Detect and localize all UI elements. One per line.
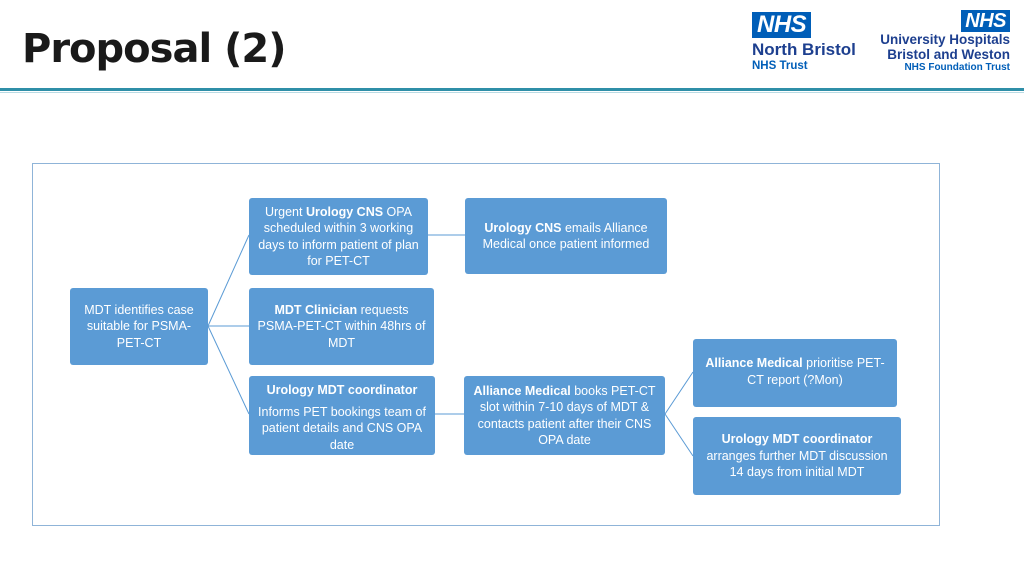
cns-opa-box: Urgent Urology CNS OPA scheduled within … — [249, 198, 428, 275]
alliance-report-box: Alliance Medical prioritise PET-CT repor… — [693, 339, 897, 407]
alliance-booking-text: Alliance Medical books PET-CT slot withi… — [473, 383, 656, 448]
header-rule — [0, 88, 1024, 91]
mdt-identifies-text: MDT identifies case suitable for PSMA-PE… — [84, 302, 194, 350]
nhs-badge: NHS — [752, 12, 812, 38]
logo-trust-type: NHS Trust — [752, 60, 808, 72]
further-mdt-heading: Urology MDT coordinator — [721, 432, 873, 447]
cns-opa-text: Urgent Urology CNS OPA scheduled within … — [258, 204, 419, 269]
further-mdt-box: Urology MDT coordinator arranges further… — [693, 417, 901, 495]
nhs-badge: NHS — [961, 10, 1010, 32]
mdt-coordinator-text: Informs PET bookings team of patient det… — [258, 404, 426, 452]
page-title: Proposal (2) — [22, 26, 286, 72]
diagram-frame — [32, 163, 940, 526]
clinician-request-text: MDT Clinician requests PSMA-PET-CT withi… — [257, 302, 426, 350]
clinician-request-box: MDT Clinician requests PSMA-PET-CT withi… — [249, 288, 434, 365]
north-bristol-logo: NHS North Bristol NHS Trust — [752, 12, 862, 72]
mdt-coordinator-heading: Urology MDT coordinator — [266, 383, 418, 397]
logo-trust-name-2: Bristol and Weston — [887, 47, 1010, 62]
logo-trust-name-1: University Hospitals — [880, 32, 1010, 47]
further-mdt-text: arranges further MDT discussion 14 days … — [706, 448, 888, 480]
mdt-coordinator-box: Urology MDT coordinator Informs PET book… — [249, 376, 435, 455]
cns-email-text: Urology CNS emails Alliance Medical once… — [482, 220, 650, 252]
mdt-identifies-box: MDT identifies case suitable for PSMA-PE… — [70, 288, 208, 365]
cns-email-box: Urology CNS emails Alliance Medical once… — [465, 198, 667, 274]
header-rule-thin — [0, 92, 1024, 93]
logo-trust-type: NHS Foundation Trust — [904, 62, 1010, 73]
alliance-report-text: Alliance Medical prioritise PET-CT repor… — [705, 356, 885, 387]
logo-trust-name: North Bristol — [752, 40, 856, 59]
alliance-booking-box: Alliance Medical books PET-CT slot withi… — [464, 376, 665, 455]
uhbw-logo: NHS University Hospitals Bristol and Wes… — [860, 10, 1010, 73]
